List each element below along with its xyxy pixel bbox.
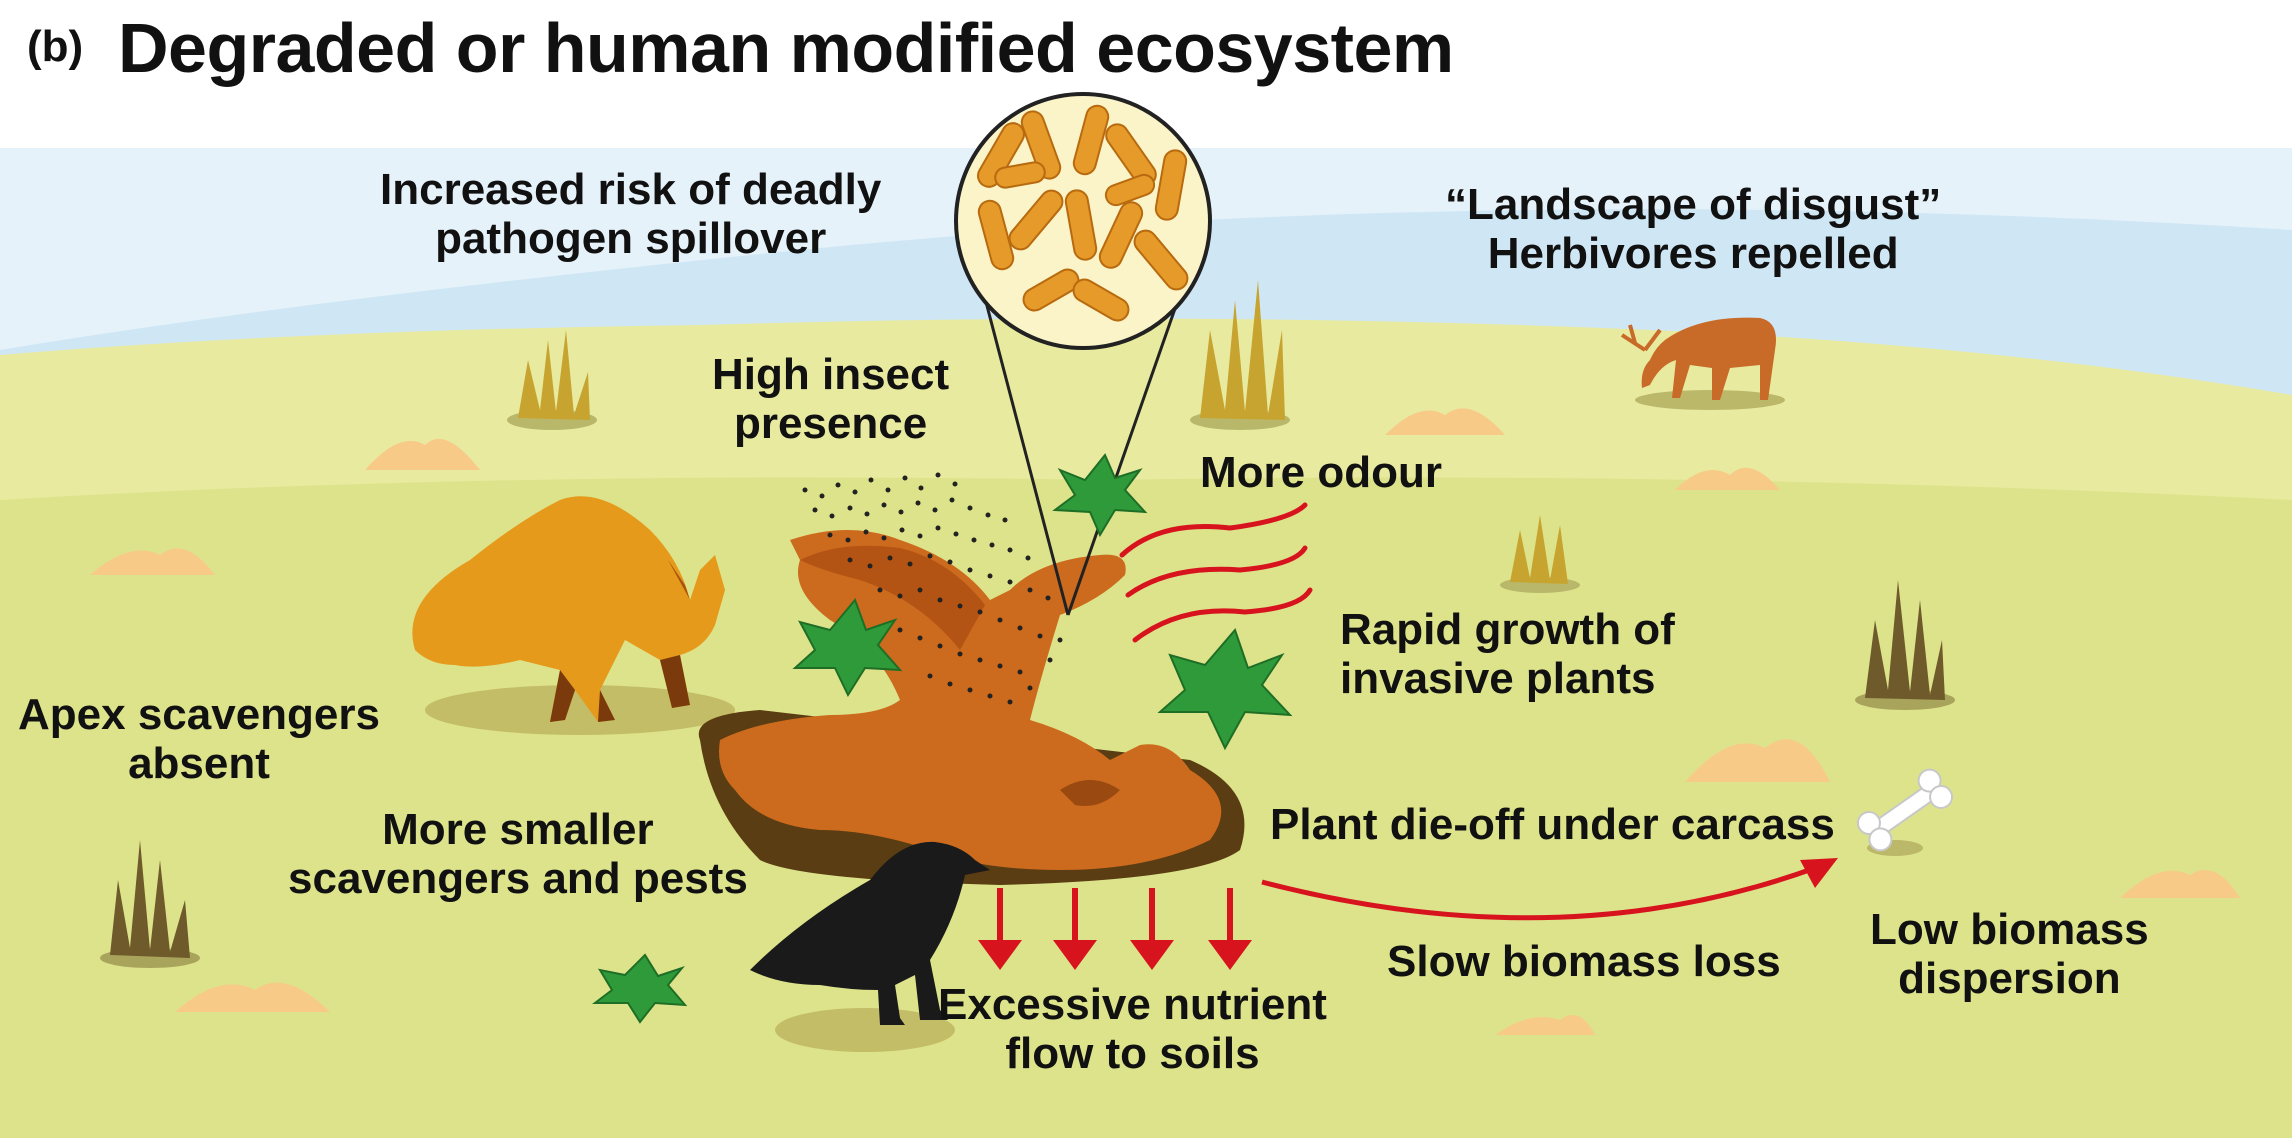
sand-mound-icon bbox=[90, 408, 2240, 1035]
plant-icon bbox=[592, 453, 1293, 1024]
label-invasive-line2: invasive plants bbox=[1340, 654, 1656, 704]
panel-letter: (b) bbox=[27, 22, 84, 71]
label-smaller-line2: scavengers and pests bbox=[288, 854, 748, 904]
label-dispersion-line2: dispersion bbox=[1898, 954, 2121, 1004]
label-disgust-line1: “Landscape of disgust” bbox=[1445, 180, 1942, 229]
label-disgust-line2: Herbivores repelled bbox=[1487, 229, 1899, 279]
label-insect-line2: presence bbox=[733, 399, 928, 449]
grass-tuft-icon bbox=[100, 280, 1955, 968]
label-high-insect-presence: High insect presence bbox=[712, 350, 949, 449]
magnifier-lines bbox=[984, 299, 1180, 616]
label-nutrient-line1: Excessive nutrient bbox=[938, 980, 1327, 1029]
label-excessive-nutrient: Excessive nutrient flow to soils bbox=[938, 980, 1327, 1079]
label-smaller-line1: More smaller bbox=[382, 805, 654, 854]
label-apex-line2: absent bbox=[128, 739, 270, 789]
bone-icon bbox=[1856, 768, 1954, 856]
label-pathogen-spillover: Increased risk of deadly pathogen spillo… bbox=[380, 165, 881, 264]
insect-swarm-icon bbox=[802, 472, 1063, 705]
crow-icon bbox=[750, 841, 990, 1052]
biomass-loss-arrow bbox=[1261, 858, 1838, 921]
label-invasive-line1: Rapid growth of bbox=[1340, 605, 1675, 654]
label-low-biomass-dispersion: Low biomass dispersion bbox=[1870, 905, 2149, 1004]
label-insect-line1: High insect bbox=[712, 350, 950, 399]
page-title: Degraded or human modified ecosystem bbox=[118, 9, 1454, 87]
label-nutrient-line2: flow to soils bbox=[1005, 1029, 1260, 1079]
label-apex-line1: Apex scavengers bbox=[18, 690, 380, 739]
sky-light-band bbox=[0, 148, 2292, 350]
label-slow-biomass-loss: Slow biomass loss bbox=[1387, 937, 1781, 986]
label-more-odour: More odour bbox=[1200, 448, 1442, 497]
deer-icon bbox=[1620, 317, 1785, 410]
label-plant-die-off: Plant die-off under carcass bbox=[1270, 800, 1835, 849]
fox-icon bbox=[412, 496, 735, 735]
label-apex-scavengers: Apex scavengers absent bbox=[18, 690, 380, 789]
label-pathogen-line1: Increased risk of deadly bbox=[380, 165, 882, 214]
bacteria-magnifier-icon bbox=[954, 92, 1212, 350]
nutrient-arrow-icon bbox=[978, 888, 1252, 970]
label-rapid-growth: Rapid growth of invasive plants bbox=[1340, 605, 1675, 704]
odour-lines-icon bbox=[1119, 502, 1313, 643]
label-dispersion-line1: Low biomass bbox=[1870, 905, 2149, 954]
label-pathogen-line2: pathogen spillover bbox=[435, 214, 827, 264]
label-smaller-scavengers: More smaller scavengers and pests bbox=[288, 805, 748, 904]
label-landscape-of-disgust: “Landscape of disgust” Herbivores repell… bbox=[1445, 180, 1941, 279]
